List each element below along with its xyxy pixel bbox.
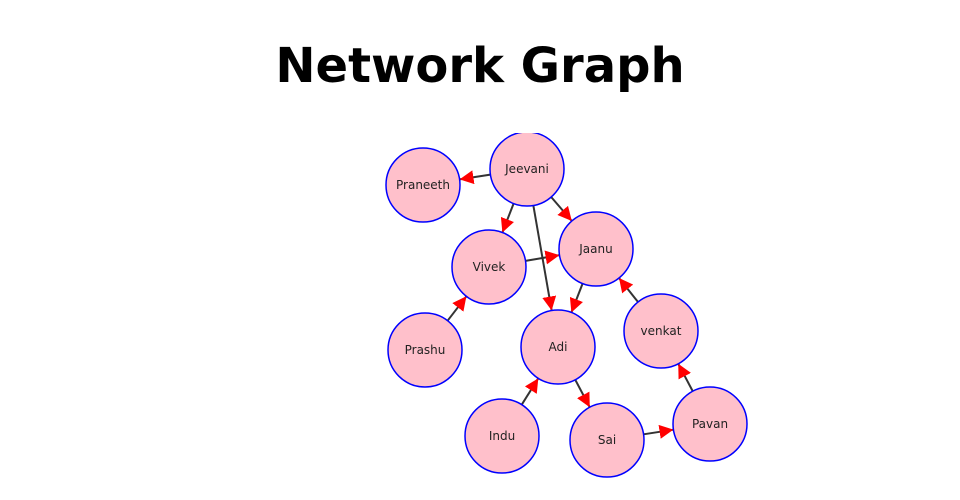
edge-jaanu-to-adi: [569, 283, 584, 313]
node-indu[interactable]: Indu: [464, 398, 540, 474]
edge-vivek-to-jaanu: [525, 250, 560, 265]
edge-jeevani-to-praneeth: [459, 170, 491, 185]
edge-sai-to-pavan: [643, 424, 674, 439]
page-title: Network Graph: [275, 38, 685, 94]
node-sai[interactable]: Sai: [569, 402, 645, 478]
node-vivek[interactable]: Vivek: [451, 229, 527, 305]
node-jeevani[interactable]: Jeevani: [489, 133, 565, 207]
node-circle[interactable]: [623, 293, 699, 369]
node-circle[interactable]: [672, 386, 748, 462]
node-venkat[interactable]: venkat: [623, 293, 699, 369]
node-label: Pavan: [692, 417, 728, 431]
edge-jeevani-to-vivek: [500, 203, 515, 233]
node-jaanu[interactable]: Jaanu: [558, 211, 634, 287]
node-label: Jaanu: [578, 242, 612, 256]
node-circle[interactable]: [464, 398, 540, 474]
node-circle[interactable]: [387, 312, 463, 388]
node-prashu[interactable]: Prashu: [387, 312, 463, 388]
node-label: Adi: [549, 340, 568, 354]
node-circle[interactable]: [385, 147, 461, 223]
node-label: Praneeth: [396, 178, 450, 192]
node-pavan[interactable]: Pavan: [672, 386, 748, 462]
node-adi[interactable]: Adi: [520, 309, 596, 385]
node-label: Indu: [489, 429, 515, 443]
node-circle[interactable]: [451, 229, 527, 305]
node-label: Jeevani: [504, 162, 549, 176]
edge-pavan-to-venkat: [677, 363, 694, 392]
edges-layer: [446, 170, 694, 439]
edge-prashu-to-vivek: [446, 295, 468, 322]
node-circle[interactable]: [520, 309, 596, 385]
node-label: Sai: [598, 433, 616, 447]
node-praneeth[interactable]: Praneeth: [385, 147, 461, 223]
edge-venkat-to-jaanu: [618, 277, 639, 303]
edge-adi-to-sai: [574, 379, 591, 408]
edge-indu-to-adi: [520, 377, 540, 406]
node-label: Prashu: [405, 343, 446, 357]
node-label: venkat: [641, 324, 682, 338]
edge-jeevani-to-jaanu: [550, 196, 573, 222]
node-circle[interactable]: [489, 133, 565, 207]
node-circle[interactable]: [569, 402, 645, 478]
node-circle[interactable]: [558, 211, 634, 287]
node-label: Vivek: [473, 260, 506, 274]
